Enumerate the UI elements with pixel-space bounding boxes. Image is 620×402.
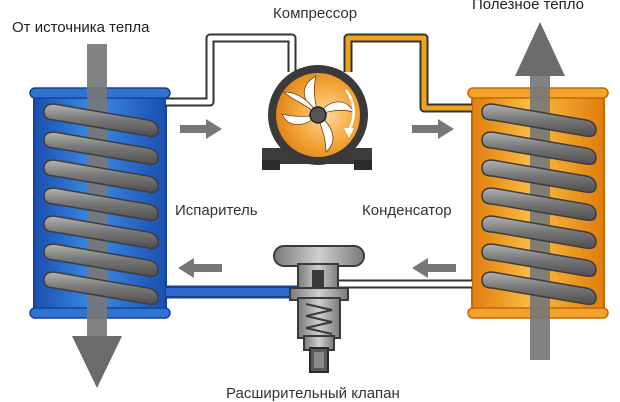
evaporator-coil	[43, 103, 159, 306]
useful-heat-label: Полезное тепло	[472, 0, 585, 13]
flow-arrow-icon	[412, 119, 454, 139]
compressor-icon	[262, 65, 372, 170]
flow-arrow-icon	[180, 119, 222, 139]
heat-source-label: От источника тепла	[12, 19, 150, 36]
suction-pipe	[166, 33, 297, 107]
expansion-valve-label: Расширительный клапан	[226, 385, 400, 402]
discharge-pipe	[343, 33, 472, 113]
flow-arrow-icon	[412, 258, 456, 278]
expansion-valve-icon	[273, 245, 365, 373]
condenser-label: Конденсатор	[362, 202, 452, 219]
flow-arrow-icon	[178, 258, 222, 278]
compressor-label: Компрессор	[273, 5, 358, 22]
condenser-coil	[481, 103, 597, 306]
evaporator-label: Испаритель	[175, 202, 258, 219]
